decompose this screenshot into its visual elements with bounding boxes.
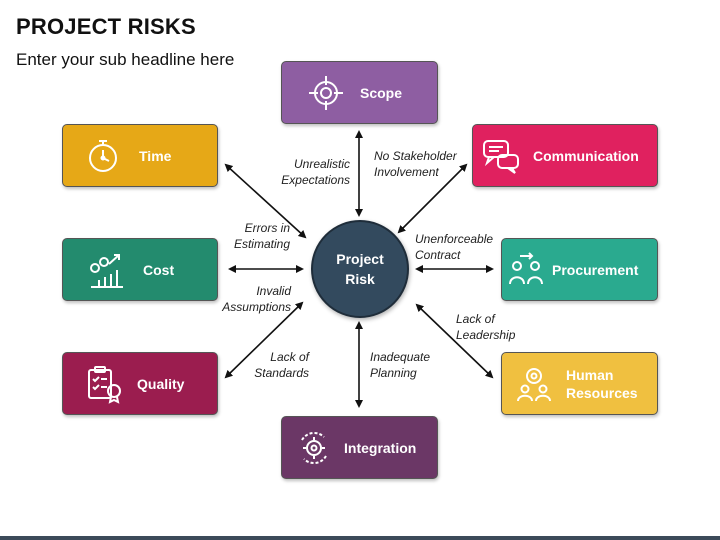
project-risk-center: Project Risk xyxy=(311,220,409,318)
human-resources-box[interactable]: Human Resources xyxy=(501,352,658,415)
scope-label: Scope xyxy=(360,84,403,101)
growth-chart-icon xyxy=(87,250,127,290)
relation-unenforceable-contract: Unenforceable Contract xyxy=(415,232,494,262)
quality-label: Quality xyxy=(137,375,185,392)
relation-invalid-assumptions: Invalid Assumptions xyxy=(222,284,291,314)
gear-cycle-icon xyxy=(294,428,334,468)
communication-label: Communication xyxy=(533,147,639,164)
cost-box[interactable]: Cost xyxy=(62,238,218,301)
relation-lack-of-leadership: Lack of Leadership xyxy=(456,312,516,342)
footer-bar xyxy=(0,536,720,540)
arrow-time xyxy=(224,163,307,239)
relation-unrealistic-expectations: Unrealistic Expectations xyxy=(281,157,350,187)
team-gear-icon xyxy=(514,364,554,404)
arrow-communication xyxy=(397,163,468,234)
chat-bubbles-icon xyxy=(481,136,521,176)
human-resources-label: Human Resources xyxy=(566,366,638,401)
page-title: PROJECT RISKS xyxy=(16,14,196,39)
integration-box[interactable]: Integration xyxy=(281,416,438,479)
relation-errors-in-estimating: Errors in Estimating xyxy=(233,221,290,251)
center-line1: Project xyxy=(336,251,384,267)
relation-lack-of-standards: Lack of Standards xyxy=(254,350,309,380)
relation-no-stakeholder-involvement: No Stakeholder Involvement xyxy=(374,149,457,179)
cost-label: Cost xyxy=(143,261,175,278)
page-subtitle: Enter your sub headline here xyxy=(16,50,235,69)
center-line2: Risk xyxy=(345,271,375,287)
communication-box[interactable]: Communication xyxy=(472,124,658,187)
arrow-quality xyxy=(224,301,304,379)
buyer-seller-icon xyxy=(506,250,546,290)
checklist-badge-icon xyxy=(85,364,125,404)
target-icon xyxy=(306,73,346,113)
integration-label: Integration xyxy=(344,439,417,456)
relation-inadequate-planning: Inadequate Planning xyxy=(370,350,431,380)
quality-box[interactable]: Quality xyxy=(62,352,218,415)
time-box[interactable]: Time xyxy=(62,124,218,187)
arrow-human-resources xyxy=(415,303,494,379)
procurement-box[interactable]: Procurement xyxy=(501,238,658,301)
stopwatch-icon xyxy=(83,136,123,176)
time-label: Time xyxy=(139,147,172,164)
procurement-label: Procurement xyxy=(552,261,639,278)
scope-box[interactable]: Scope xyxy=(281,61,438,124)
